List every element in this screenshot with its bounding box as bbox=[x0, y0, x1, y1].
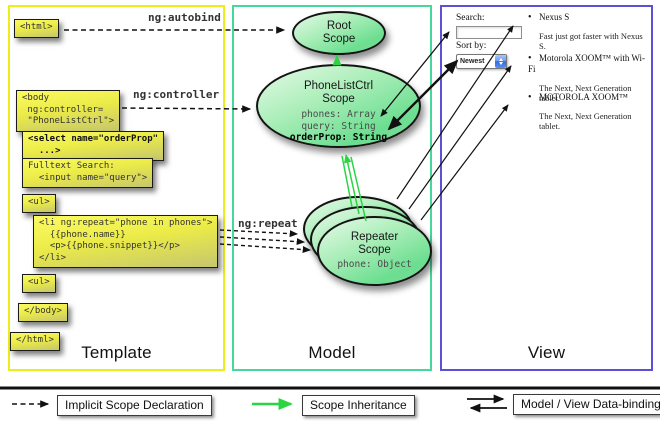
ng-controller-label: ng:controller bbox=[133, 88, 220, 101]
code-li-repeat: <li ng:repeat="phone in phones"> {{phone… bbox=[33, 215, 219, 268]
scope-prop-phone: phone: Object bbox=[337, 259, 412, 271]
template-column-title: Template bbox=[81, 343, 152, 362]
code-body-open: <body ng:controller= "PhoneListCtrl"> bbox=[16, 90, 121, 132]
search-input[interactable] bbox=[456, 26, 522, 39]
scope-prop-orderprop: orderProp: String bbox=[289, 132, 388, 143]
model-column-title: Model bbox=[308, 343, 356, 362]
phonelistctrl-scope-ellipse: PhoneListCtrl Scope phones: Array query:… bbox=[256, 64, 421, 148]
ng-repeat-label: ng:repeat bbox=[238, 217, 298, 230]
bullet-icon bbox=[528, 12, 539, 23]
phone-desc: The Next, Next Generation tablet. bbox=[539, 83, 632, 103]
phone-list-item: Motorola XOOM™ with Wi-Fi The Next, Next… bbox=[528, 53, 650, 103]
phonelistctrl-scope-name: PhoneListCtrl Scope bbox=[303, 80, 374, 105]
legend-data-binding: Model / View Data-binding bbox=[513, 394, 660, 415]
phone-list-item: Nexus S Fast just got faster with Nexus … bbox=[528, 12, 650, 51]
phone-title: MOTOROLA XOOM™ bbox=[539, 92, 628, 102]
phone-title: Nexus S bbox=[539, 12, 570, 22]
repeater-scope-ellipse-front: Repeater Scope phone: Object bbox=[317, 216, 432, 286]
phone-title: Motorola XOOM™ with Wi-Fi bbox=[528, 53, 646, 74]
code-body-close: </body> bbox=[18, 303, 68, 322]
repeater-scope-name: Repeater Scope bbox=[350, 231, 399, 257]
code-fulltext-search: Fulltext Search: <input name="query"> bbox=[22, 158, 154, 188]
root-scope-ellipse: Root Scope bbox=[292, 11, 386, 55]
ng-autobind-label: ng:autobind bbox=[148, 11, 221, 24]
legend-implicit-scope: Implicit Scope Declaration bbox=[57, 395, 212, 416]
phone-desc: Fast just got faster with Nexus S. bbox=[539, 31, 643, 51]
root-scope-name: Root Scope bbox=[322, 20, 356, 45]
legend-scope-inheritance: Scope Inheritance bbox=[302, 395, 415, 416]
sort-select-value: Newest bbox=[460, 58, 485, 65]
code-html-open: <html> bbox=[14, 19, 59, 38]
code-ul-close: <ul> bbox=[22, 274, 56, 293]
code-html-close: </html> bbox=[10, 332, 60, 351]
scope-prop-phones: phones: Array bbox=[301, 109, 376, 120]
code-ul-open: <ul> bbox=[22, 194, 56, 213]
model-column: Model bbox=[232, 5, 432, 371]
search-label: Search: bbox=[456, 13, 485, 23]
phone-list-item: MOTOROLA XOOM™ The Next, Next Generation… bbox=[528, 92, 650, 131]
bullet-icon bbox=[528, 53, 539, 64]
sort-select[interactable]: Newest bbox=[456, 54, 507, 69]
scope-prop-query: query: String bbox=[301, 120, 376, 132]
bullet-icon bbox=[528, 92, 539, 103]
sort-by-label: Sort by: bbox=[456, 41, 487, 51]
view-column-title: View bbox=[527, 343, 566, 362]
phone-desc: The Next, Next Generation tablet. bbox=[539, 111, 632, 131]
select-stepper-icon bbox=[495, 55, 506, 68]
code-select-orderprop: <select name="orderProp" ...> bbox=[22, 131, 165, 161]
